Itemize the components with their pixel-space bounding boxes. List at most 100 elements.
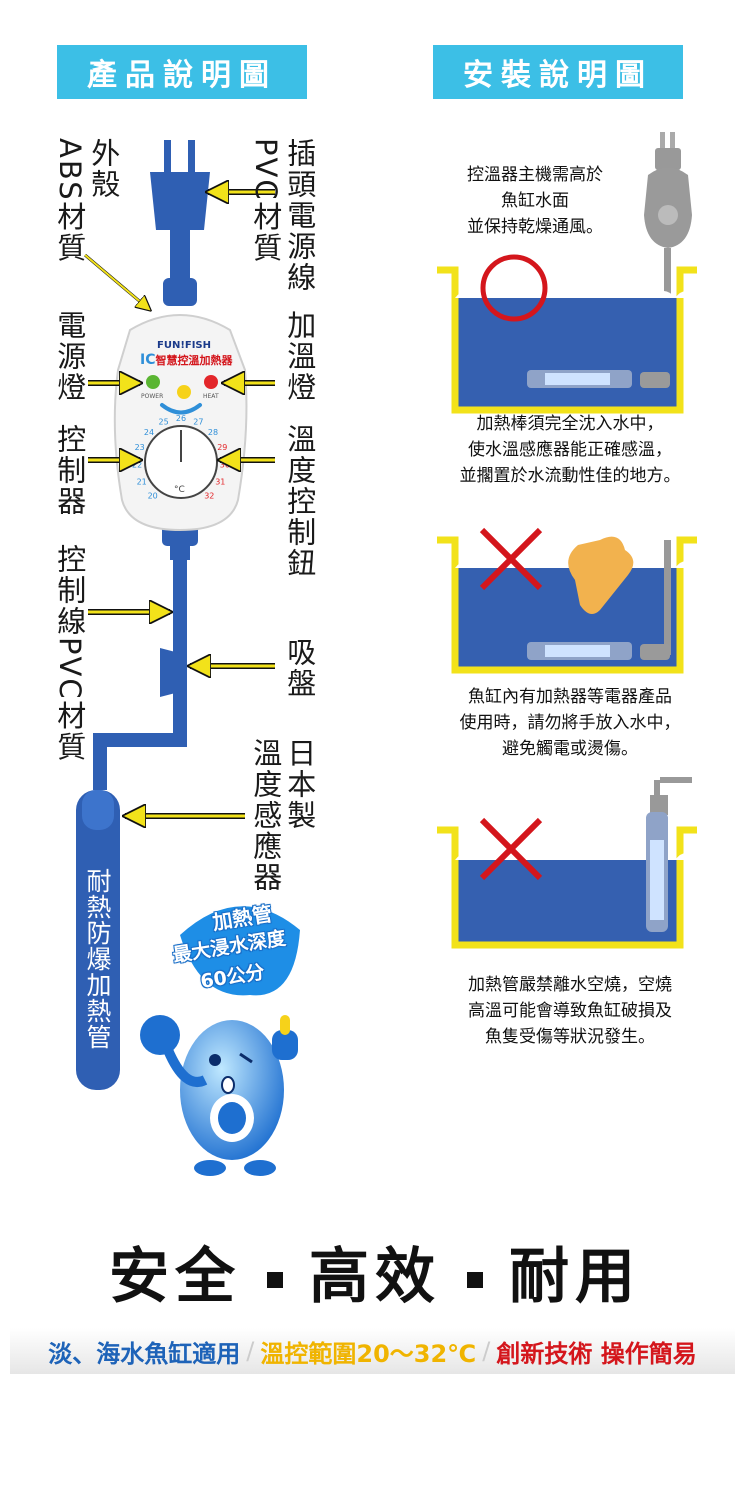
dial-number: 21	[137, 478, 147, 487]
label-control-line: 控制線PVC材質	[52, 544, 87, 763]
label-made-in: 日本製	[282, 738, 317, 831]
label-shell-material: ABS材質	[52, 138, 87, 264]
label-plug: 插頭電源線	[282, 138, 317, 293]
wave-icon	[477, 291, 499, 298]
model-name: 智慧控溫加熱器	[155, 354, 233, 367]
caption-line: 使水溫感應器能正確感溫，	[468, 440, 672, 460]
label-heat-light: 加溫燈	[282, 310, 317, 403]
feature-2: 溫控範圍20～32℃	[260, 1339, 477, 1368]
caption-line: 使用時，請勿將手放入水中，	[459, 713, 681, 733]
product-diagram-header: 產品說明圖	[57, 45, 307, 99]
install-caption-2: 加熱棒須完全沈入水中， 使水溫感應器能正確感溫， 並擱置於水流動性佳的地方。	[430, 411, 710, 489]
dial-number: 25	[159, 418, 169, 427]
wave-icon	[675, 853, 697, 860]
wave-icon	[455, 561, 477, 568]
ic-logo: IC	[140, 352, 156, 368]
dial-number: 27	[193, 418, 203, 427]
caption-line: 魚缸內有加熱器等電器產品	[468, 687, 672, 707]
label-power-light: 電源燈	[52, 310, 87, 403]
wave-icon	[631, 291, 653, 298]
hand-icon	[568, 536, 634, 614]
wave-icon	[521, 291, 543, 298]
dial-number: 20	[148, 492, 158, 501]
wave-icon	[455, 853, 477, 860]
install-caption-1: 控溫器主機需高於 魚缸水面 並保持乾燥通風。	[440, 162, 630, 240]
slogan-safe: 安全	[109, 1242, 241, 1312]
mascot	[140, 906, 300, 1176]
wave-icon	[565, 291, 587, 298]
caption-line: 加熱管嚴禁離水空燒，空燒	[468, 975, 672, 995]
cross-mark-icon	[479, 527, 543, 591]
caption-line: 魚隻受傷等狀況發生。	[485, 1027, 655, 1047]
caption-line: 高溫可能會導致魚缸破損及	[468, 1001, 672, 1021]
controller-model: IC智慧控溫加熱器	[140, 352, 232, 368]
install-panel-2	[437, 527, 697, 674]
label-suction-cup: 吸盤	[282, 637, 317, 699]
bullet-square-icon	[467, 1272, 483, 1289]
dial-number: 26	[176, 414, 186, 423]
wave-icon	[565, 853, 587, 860]
install-panel-3	[437, 777, 697, 949]
separator-slash-icon: /	[482, 1337, 491, 1365]
feature-bar: 淡、海水魚缸適用 / 溫控範圍20～32℃ / 創新技術 操作簡易	[10, 1328, 735, 1374]
wave-icon	[521, 561, 543, 568]
bullet-square-icon	[267, 1272, 283, 1289]
wave-icon	[521, 853, 543, 860]
dial-number: 29	[217, 443, 227, 452]
separator-slash-icon: /	[246, 1337, 255, 1365]
label-heater-tube: 耐熱防爆加熱管	[83, 868, 112, 1050]
dial-number: 31	[215, 478, 225, 487]
wave-icon	[477, 853, 499, 860]
label-temp-knob: 溫度控制鈕	[282, 424, 317, 579]
install-diagram-header: 安裝說明圖	[433, 45, 683, 99]
wave-icon	[587, 853, 609, 860]
slogan-durable: 耐用	[509, 1242, 641, 1312]
wave-icon	[609, 853, 631, 860]
wave-icon	[543, 291, 565, 298]
wave-icon	[609, 291, 631, 298]
caption-line: 魚缸水面	[501, 191, 569, 211]
controller-brand: FUN!FISH	[157, 340, 212, 351]
wave-icon	[631, 561, 653, 568]
label-shell: 外殼	[86, 138, 121, 200]
caption-line: 避免觸電或燙傷。	[502, 739, 638, 759]
feature-3: 創新技術 操作簡易	[496, 1339, 697, 1368]
heat-light-icon	[204, 375, 218, 389]
wave-icon	[543, 561, 565, 568]
wave-icon	[675, 561, 697, 568]
caption-line: 控溫器主機需高於	[467, 165, 603, 185]
power-label: POWER	[141, 393, 164, 400]
install-panel-1	[437, 132, 697, 414]
slogan-efficient: 高效	[309, 1242, 441, 1312]
install-caption-4: 加熱管嚴禁離水空燒，空燒 高溫可能會導致魚缸破損及 魚隻受傷等狀況發生。	[430, 972, 710, 1050]
label-plug-material: PVC材質	[248, 138, 283, 264]
wave-icon	[587, 291, 609, 298]
unit-label: °C	[174, 485, 185, 495]
wave-icon	[455, 291, 477, 298]
wave-icon	[477, 561, 499, 568]
label-controller: 控制器	[52, 424, 87, 517]
slogan: 安全高效耐用	[0, 1228, 750, 1315]
label-sensor: 溫度感應器	[248, 738, 283, 893]
caption-line: 並擱置於水流動性佳的地方。	[459, 466, 681, 486]
wave-icon	[653, 291, 675, 298]
yellow-arrows	[88, 192, 275, 816]
circle-mark-icon	[480, 254, 548, 322]
power-light-icon	[146, 375, 160, 389]
feature-1: 淡、海水魚缸適用	[48, 1339, 241, 1368]
caption-line: 加熱棒須完全沈入水中，	[476, 414, 664, 434]
wave-icon	[499, 291, 521, 298]
heat-label: HEAT	[203, 393, 219, 400]
pointer-arrows	[84, 253, 150, 310]
wave-icon	[675, 291, 697, 298]
dial-number: 24	[144, 428, 154, 437]
dial-number: 28	[208, 428, 218, 437]
caption-line: 並保持乾燥通風。	[467, 217, 603, 237]
cross-mark-icon	[479, 817, 543, 881]
install-caption-3: 魚缸內有加熱器等電器產品 使用時，請勿將手放入水中， 避免觸電或燙傷。	[430, 684, 710, 762]
dial-number: 32	[204, 492, 214, 501]
dial-number: 23	[135, 443, 145, 452]
wave-icon	[543, 853, 565, 860]
